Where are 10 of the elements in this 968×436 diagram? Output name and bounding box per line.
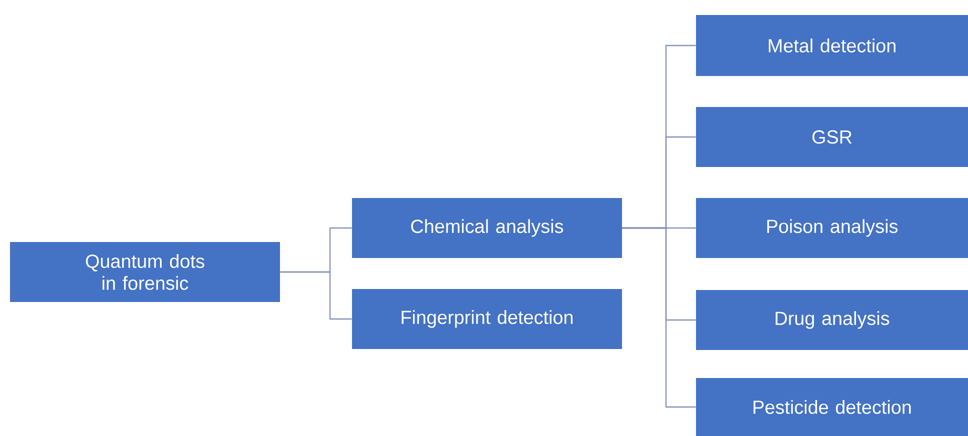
process-box: Drug analysis — [696, 290, 968, 350]
process-box: Poison analysis — [696, 198, 968, 258]
process-box: GSR — [696, 107, 968, 167]
process-box: Chemical analysis — [352, 198, 622, 258]
connector — [622, 227, 696, 408]
process-box: Fingerprint detection — [352, 289, 622, 349]
process-box: Pesticide detection — [696, 378, 968, 436]
process-box: Quantum dots in forensic — [10, 242, 280, 302]
process-box: Metal detection — [696, 15, 968, 76]
connector — [280, 271, 352, 320]
